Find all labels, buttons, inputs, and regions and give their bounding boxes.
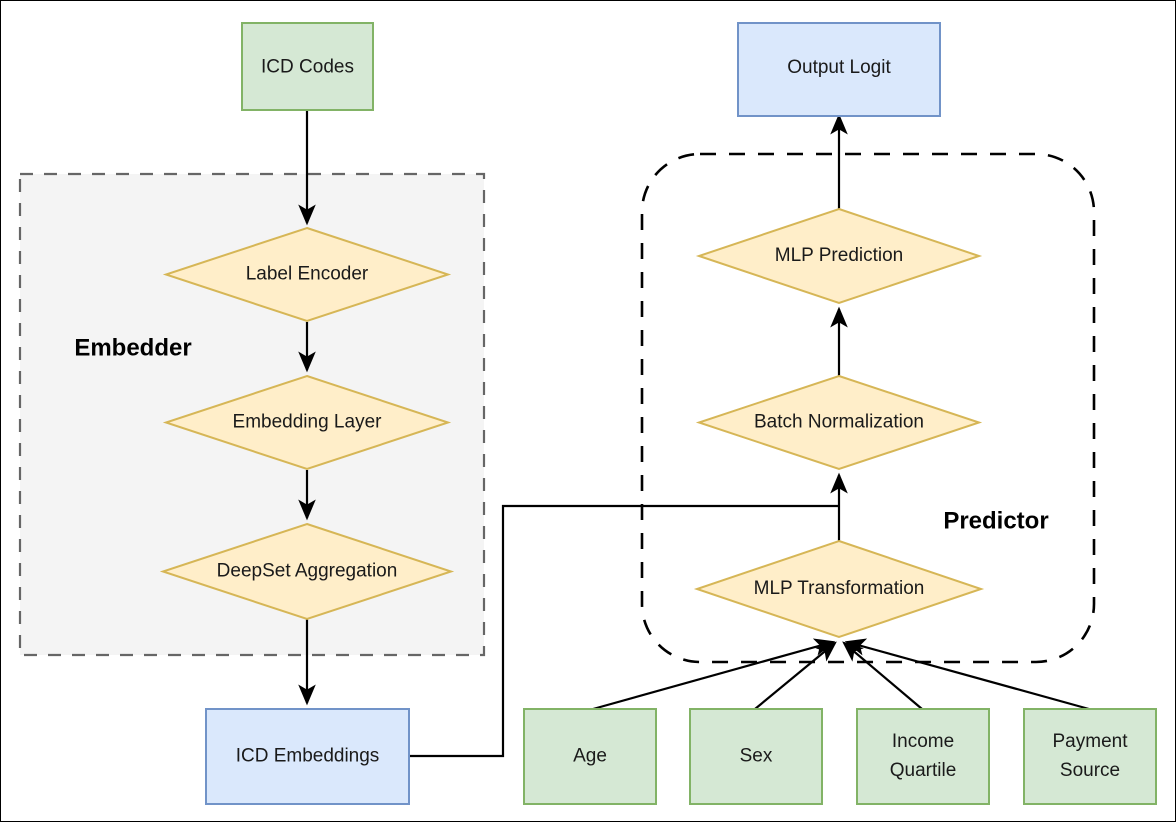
node-payment-source[interactable]: Payment Source	[1023, 708, 1157, 805]
node-sex-label: Sex	[740, 746, 773, 767]
node-output-logit[interactable]: Output Logit	[737, 22, 941, 117]
edge-icd-embeddings-to-batch-normalization	[410, 504, 839, 758]
node-batch-normalization-shape	[695, 374, 983, 471]
edge-payment-source-to-mlp-transformation	[844, 638, 1090, 711]
node-payment-source-shape	[1023, 708, 1157, 805]
node-output-logit-shape	[737, 22, 941, 117]
node-batch-normalization-label: Batch Normalization	[754, 412, 924, 433]
node-payment-source-label-line1: Payment	[1053, 731, 1129, 752]
node-icd-codes[interactable]: ICD Codes	[241, 22, 374, 111]
node-age-label: Age	[573, 746, 607, 767]
edge-age-to-mlp-transformation	[592, 638, 836, 711]
node-age-shape	[523, 708, 657, 805]
node-sex[interactable]: Sex	[689, 708, 823, 805]
node-icd-embeddings-label: ICD Embeddings	[236, 746, 380, 767]
node-label-encoder[interactable]: Label Encoder	[162, 226, 452, 323]
node-icd-embeddings-shape	[205, 708, 410, 805]
node-deepset-aggregation-shape	[159, 522, 455, 621]
node-embedding-layer-label: Embedding Layer	[233, 412, 383, 433]
node-income-quartile-label-line2: Quartile	[890, 760, 957, 781]
node-output-logit-label: Output Logit	[787, 57, 891, 78]
node-batch-normalization[interactable]: Batch Normalization	[695, 374, 983, 471]
group-embedder-label: Embedder	[74, 334, 191, 361]
node-payment-source-label-line2: Source	[1060, 760, 1120, 781]
node-icd-codes-shape	[241, 22, 374, 111]
node-sex-shape	[689, 708, 823, 805]
node-label-encoder-label: Label Encoder	[246, 264, 369, 285]
node-income-quartile-shape	[856, 708, 990, 805]
node-mlp-transformation-label: MLP Transformation	[754, 578, 925, 599]
edge-sex-to-mlp-transformation	[754, 641, 837, 710]
node-embedding-layer[interactable]: Embedding Layer	[162, 374, 452, 471]
node-deepset-aggregation[interactable]: DeepSet Aggregation	[159, 522, 455, 621]
node-mlp-prediction[interactable]: MLP Prediction	[695, 207, 983, 305]
node-income-quartile-label-line1: Income	[892, 731, 954, 752]
node-icd-embeddings[interactable]: ICD Embeddings	[205, 708, 410, 805]
node-embedding-layer-shape	[162, 374, 452, 471]
node-income-quartile[interactable]: Income Quartile	[856, 708, 990, 805]
node-mlp-transformation-shape	[693, 539, 985, 639]
node-deepset-aggregation-label: DeepSet Aggregation	[217, 561, 398, 582]
node-label-encoder-shape	[162, 226, 452, 323]
node-mlp-prediction-shape	[695, 207, 983, 305]
node-age[interactable]: Age	[523, 708, 657, 805]
node-icd-codes-label: ICD Codes	[261, 57, 354, 78]
node-mlp-transformation[interactable]: MLP Transformation	[693, 539, 985, 639]
group-predictor-label: Predictor	[943, 507, 1048, 534]
node-mlp-prediction-label: MLP Prediction	[775, 245, 904, 266]
